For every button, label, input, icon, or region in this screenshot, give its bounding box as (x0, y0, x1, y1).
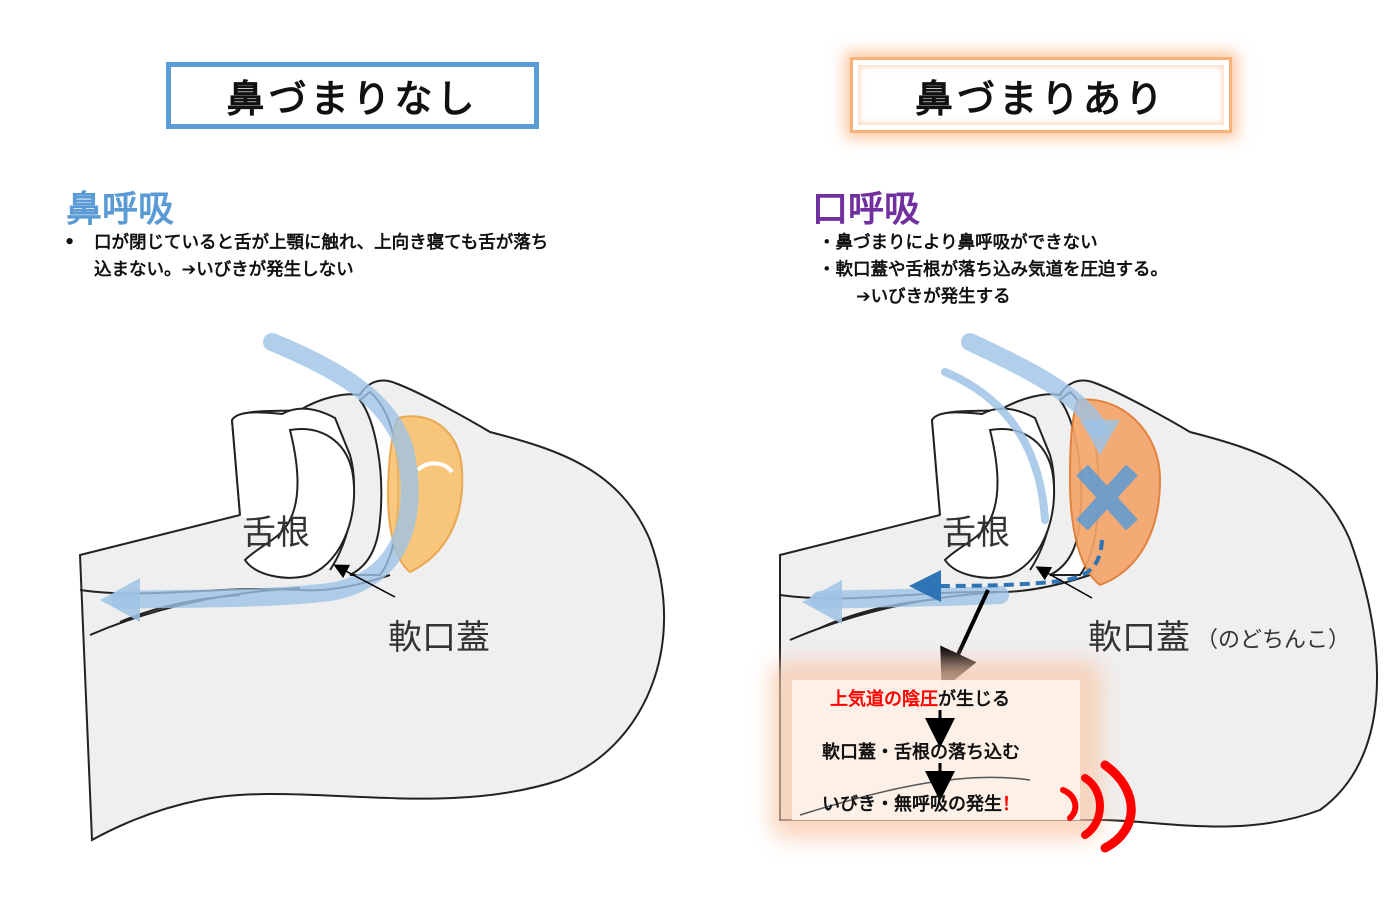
blocked-x-icon (1076, 464, 1138, 531)
right-label-tongue-root: 舌根 (942, 513, 1010, 553)
title-with-congestion: 鼻づまりあり (853, 60, 1229, 130)
right-airflow-mouth (941, 368, 1049, 524)
flow-box (770, 660, 1102, 840)
left-label-soft-palate: 軟口蓋 (388, 618, 490, 658)
right-dashed-flow (909, 539, 1104, 602)
heading-mouth-breathing: 口呼吸 (812, 189, 921, 230)
left-head (78, 333, 665, 842)
title-no-congestion-text: 鼻づまりなし (226, 77, 479, 121)
right-oral-cavity (943, 428, 1056, 579)
right-palate-pointer (1035, 566, 1093, 599)
right-desc-line2: ・軟口蓋や舌根が落ち込み気道を圧迫する。 (818, 260, 1168, 280)
right-desc-line1: ・鼻づまりにより鼻呼吸ができない (818, 233, 1098, 253)
left-desc-line2: 込まない。➔いびきが発生しない (94, 260, 354, 280)
title-with-congestion-text: 鼻づまりあり (914, 76, 1167, 121)
bullet-marker: • (64, 233, 76, 253)
left-description: • 口が閉じていると舌が上顎に触れ、上向き寝ても舌が落ち 込まない。➔いびきが発生… (64, 230, 548, 284)
snore-wave-icon (1060, 760, 1136, 853)
flow-step-3-main: いびき・無呼吸の発生 (822, 794, 1002, 815)
right-desc-line3: ➔いびきが発生する (856, 287, 1011, 307)
left-label-tongue-root: 舌根 (242, 513, 310, 553)
flow-step-2: 軟口蓋・舌根の落ち込む (822, 742, 1020, 763)
flow-step-3: いびき・無呼吸の発生！ (822, 790, 1020, 816)
heading-nasal-breathing: 鼻呼吸 (66, 189, 175, 230)
left-oral-cavity (243, 428, 356, 579)
right-label-soft-palate: 軟口蓋 (1088, 618, 1190, 658)
left-airflow-arrowhead (100, 578, 140, 622)
flow-step-1-red: 上気道の陰圧 (830, 689, 938, 710)
flow-step-1: 上気道の陰圧が生じる (830, 685, 1010, 711)
flow-step-1-rest: が生じる (938, 689, 1010, 710)
left-palate-pointer (333, 564, 396, 598)
left-airflow-arrow (111, 333, 419, 609)
left-desc-line1: 口が閉じていると舌が上顎に触れ、上向き寝ても舌が落ち (94, 233, 549, 253)
left-head-outline (78, 379, 665, 842)
title-no-congestion: 鼻づまりなし (166, 62, 539, 129)
right-description: ・鼻づまりにより鼻呼吸ができない ・軟口蓋や舌根が落ち込み気道を圧迫する。 ➔い… (818, 230, 1168, 311)
right-airflow-outflow-head (802, 580, 842, 624)
flow-step-3-mark: ！ (1002, 794, 1020, 815)
right-label-soft-palate-note: （のどちんこ） (1196, 628, 1351, 653)
right-airflow-nasal (961, 333, 1109, 439)
right-airflow-outflow (811, 586, 1009, 609)
flow-box-head-contour (799, 776, 1031, 816)
right-airflow-nasal-head (1080, 420, 1120, 455)
right-cause-arrow (940, 589, 990, 691)
